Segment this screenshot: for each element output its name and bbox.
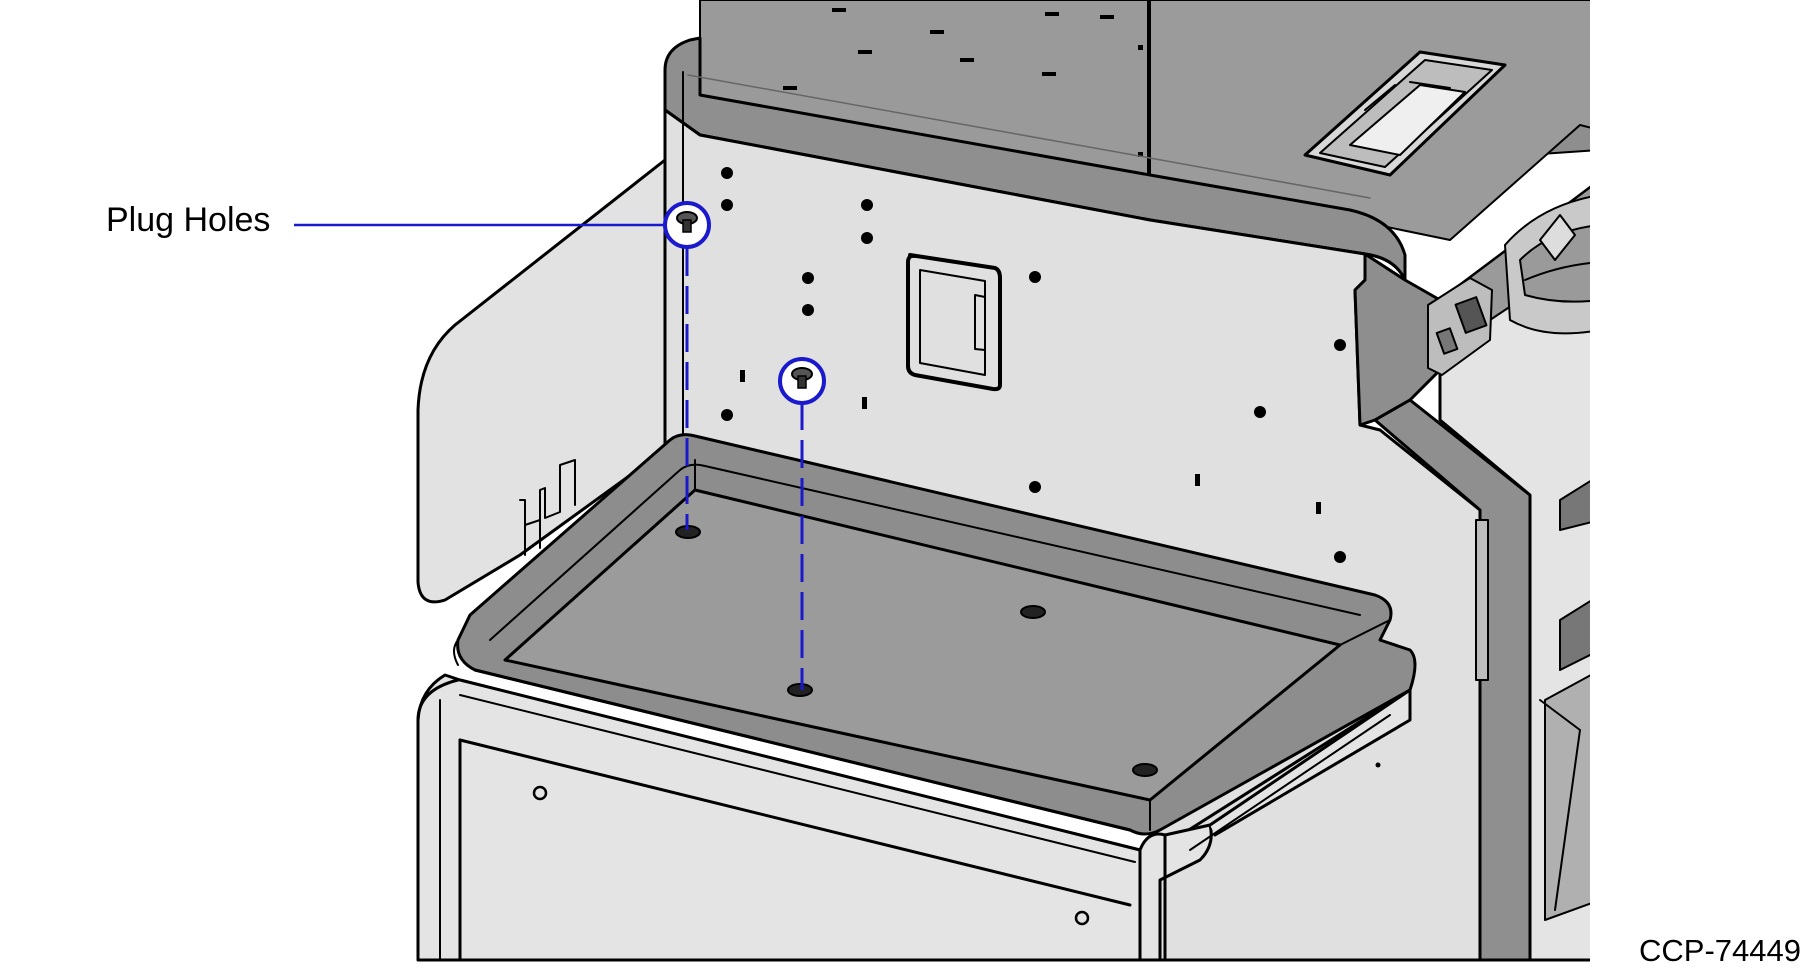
right-frame [1353,185,1590,962]
plug-hole-1 [663,201,711,249]
callout-leaders [294,223,804,690]
plug-holes-callout-label: Plug Holes [106,201,271,239]
lower-cabinet [416,673,1412,962]
left-side-door [416,158,667,604]
plug-hole-2 [778,357,826,405]
figure-id-label: CCP-74449 [1639,933,1801,968]
top-right-unit [1149,0,1590,241]
access-bracket [906,253,1002,392]
panel-holes [721,167,1346,563]
